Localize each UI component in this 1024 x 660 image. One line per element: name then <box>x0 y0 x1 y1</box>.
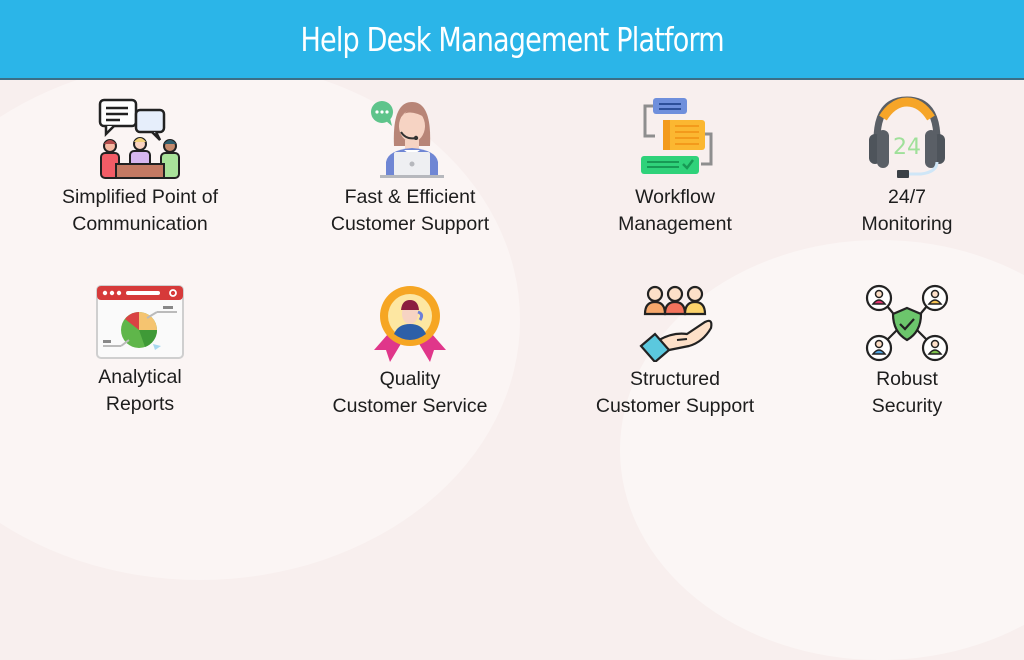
feature-label: Analytical Reports <box>98 366 182 415</box>
feature-label: Workflow Management <box>618 186 732 235</box>
feature-label: Structured Customer Support <box>595 368 755 417</box>
feature-label: Quality Customer Service <box>332 368 488 417</box>
feature-24-7-monitoring: 24 24/7 Monitoring <box>777 96 1024 238</box>
feature-quality-service: Quality Customer Service <box>280 284 540 420</box>
analytics-report-icon <box>96 285 184 359</box>
feature-label: 24/7 Monitoring <box>861 186 953 235</box>
svg-text:24: 24 <box>893 135 921 160</box>
feature-robust-security: Robust Security <box>777 284 1024 420</box>
feature-label: Fast & Efficient Customer Support <box>330 186 490 235</box>
feature-fast-support: Fast & Efficient Customer Support <box>280 96 540 238</box>
feature-label: Simplified Point of Communication <box>61 186 219 235</box>
headset-24-icon: 24 <box>869 96 945 178</box>
feature-workflow-management: Workflow Management <box>545 96 805 238</box>
workflow-icon <box>641 98 713 174</box>
header-banner: Help Desk Management Platform <box>0 0 1024 80</box>
quality-badge-icon <box>374 286 446 362</box>
feature-label: Robust Security <box>871 368 943 417</box>
security-shield-network-icon <box>865 284 949 362</box>
support-agent-icon <box>371 101 444 178</box>
feature-analytical-reports: Analytical Reports <box>10 284 270 418</box>
feature-simplified-communication: Simplified Point of Communication <box>10 96 270 238</box>
page-title: Help Desk Management Platform <box>300 19 724 59</box>
hand-with-people-icon <box>639 285 713 362</box>
feature-structured-support: Structured Customer Support <box>545 284 805 420</box>
team-chat-icon <box>98 98 180 179</box>
